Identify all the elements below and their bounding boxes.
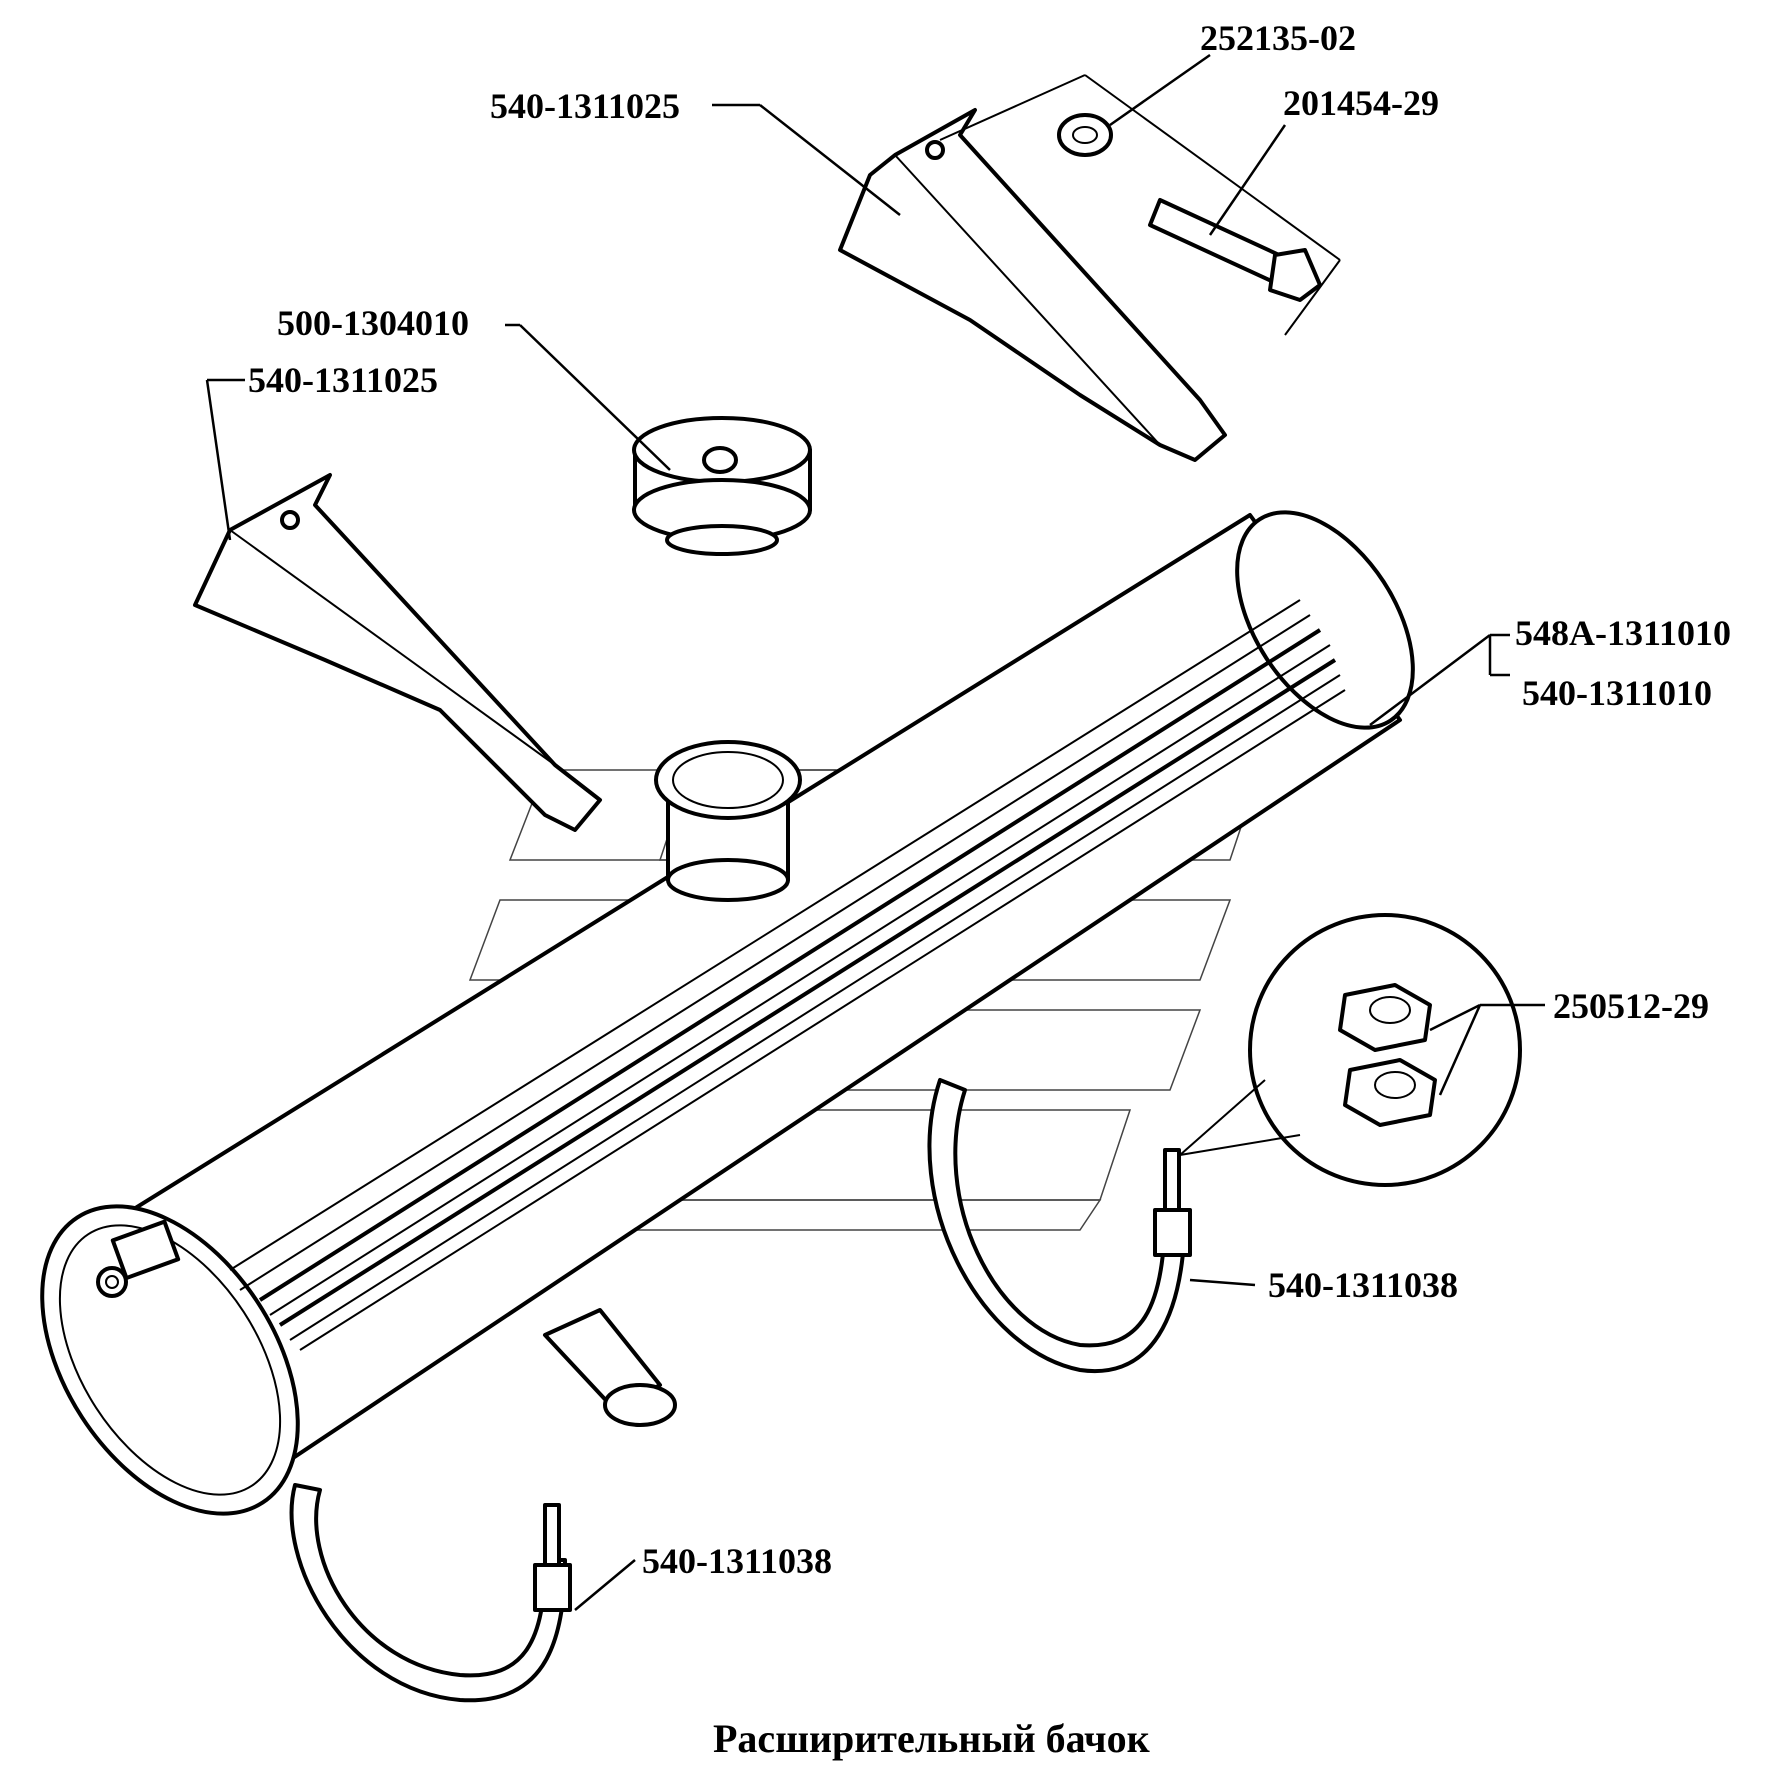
label-cap: 500-1304010: [277, 303, 469, 343]
bolt: [1148, 198, 1322, 302]
part-labels: 540-1311025 252135-02 201454-29 500-1304…: [248, 18, 1731, 1581]
strap-right: [927, 1078, 1192, 1374]
label-bolt: 201454-29: [1283, 83, 1439, 123]
bracket-left: [193, 473, 602, 832]
bottom-outlet: [543, 1308, 677, 1427]
label-strap-left: 540-1311038: [642, 1541, 832, 1581]
filler-neck: [654, 740, 802, 902]
label-bracket-upper: 540-1311025: [490, 86, 680, 126]
label-nuts: 250512-29: [1553, 986, 1709, 1026]
strap-left: [289, 1483, 572, 1703]
diagram-title: Расширительный бачок: [713, 1716, 1150, 1761]
label-lock-washer: 252135-02: [1200, 18, 1356, 58]
tank-shading: [229, 599, 1346, 1351]
lock-washer: [1057, 113, 1113, 157]
label-tank-a: 548А-1311010: [1515, 613, 1731, 653]
bracket-upper: [838, 74, 1341, 462]
label-bracket-left: 540-1311025: [248, 360, 438, 400]
label-tank-b: 540-1311010: [1522, 673, 1712, 713]
end-fitting: [96, 1219, 181, 1298]
tank-cylinder: [40, 510, 1415, 1516]
nuts-callout: [1179, 913, 1522, 1187]
label-strap-right: 540-1311038: [1268, 1265, 1458, 1305]
leader-lines: [205, 53, 1545, 1611]
filler-cap: [632, 416, 812, 556]
